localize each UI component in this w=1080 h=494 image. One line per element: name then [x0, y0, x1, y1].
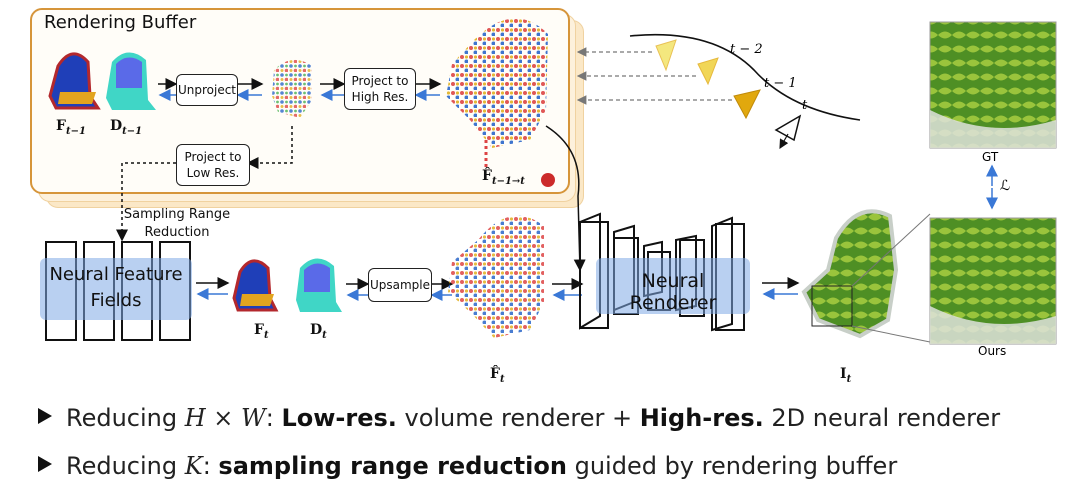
- point-cloud-upsampled-icon: [448, 215, 544, 338]
- sampling-range-label: Sampling Range Reduction: [123, 207, 231, 240]
- bullet-line-2: Reducing K: sampling range reduction gui…: [38, 452, 897, 480]
- traj-t-label: t: [802, 98, 808, 113]
- gt-label: GT: [982, 150, 999, 164]
- unproject-label: Unproject: [177, 83, 237, 97]
- traj-t2-label: t − 2: [730, 42, 763, 57]
- loss-label: ℒ: [1000, 178, 1011, 194]
- record-dot-icon: [541, 173, 555, 187]
- bullet-arrow-icon: [38, 456, 52, 472]
- bullet-line-1: Reducing H × W: Low-res. volume renderer…: [38, 404, 1000, 432]
- chair-depth-prev-icon: [106, 52, 156, 110]
- point-cloud-projected-icon: [446, 18, 548, 168]
- rendering-buffer-title: Rendering Buffer: [44, 12, 197, 33]
- point-cloud-small-icon: [272, 59, 312, 118]
- chair-feature-current-icon: [232, 259, 279, 312]
- project-low-line1: Project to: [184, 150, 242, 164]
- project-high-line1: Project to: [351, 74, 409, 88]
- unproject-box: Unproject: [176, 74, 238, 106]
- project-low-res-box: Project to Low Res.: [176, 144, 250, 186]
- bullet-arrow-icon: [38, 408, 52, 424]
- traj-t1-label: t − 1: [764, 76, 797, 91]
- upsample-label: Upsample: [369, 278, 431, 292]
- neural-feature-fields-label: Neural Feature Fields: [49, 264, 183, 311]
- label-f-t: Ft: [254, 322, 269, 341]
- neural-renderer-label: Neural Renderer: [629, 270, 717, 314]
- label-d-prev: Dt−1: [110, 118, 143, 137]
- nff-highlight: [40, 258, 192, 320]
- camera-t2-icon: [655, 39, 677, 72]
- label-f-prev: Ft−1: [56, 118, 86, 137]
- project-high-res-box: Project to High Res.: [344, 68, 416, 110]
- label-d-t: Dt: [310, 322, 327, 341]
- camera-t1-icon: [733, 89, 761, 120]
- label-f-hat-prev: F̂t−1→t: [482, 168, 525, 187]
- ours-label: Ours: [978, 344, 1007, 358]
- project-high-line2: High Res.: [351, 90, 409, 104]
- label-f-hat-t: F̂t: [490, 366, 505, 385]
- pipeline-diagram: [40, 18, 1057, 345]
- upsample-box: Upsample: [368, 268, 432, 302]
- camera-t1a-icon: [697, 57, 719, 86]
- camera-trajectory: [629, 33, 861, 121]
- rendered-chair-icon: [801, 209, 931, 343]
- project-low-line2: Low Res.: [186, 166, 240, 180]
- chair-depth-current-icon: [296, 258, 342, 312]
- camera-current-icon: [774, 114, 802, 142]
- label-i-t: It: [840, 366, 852, 385]
- renderer-highlight: [596, 258, 750, 314]
- chair-feature-prev-icon: [48, 52, 101, 110]
